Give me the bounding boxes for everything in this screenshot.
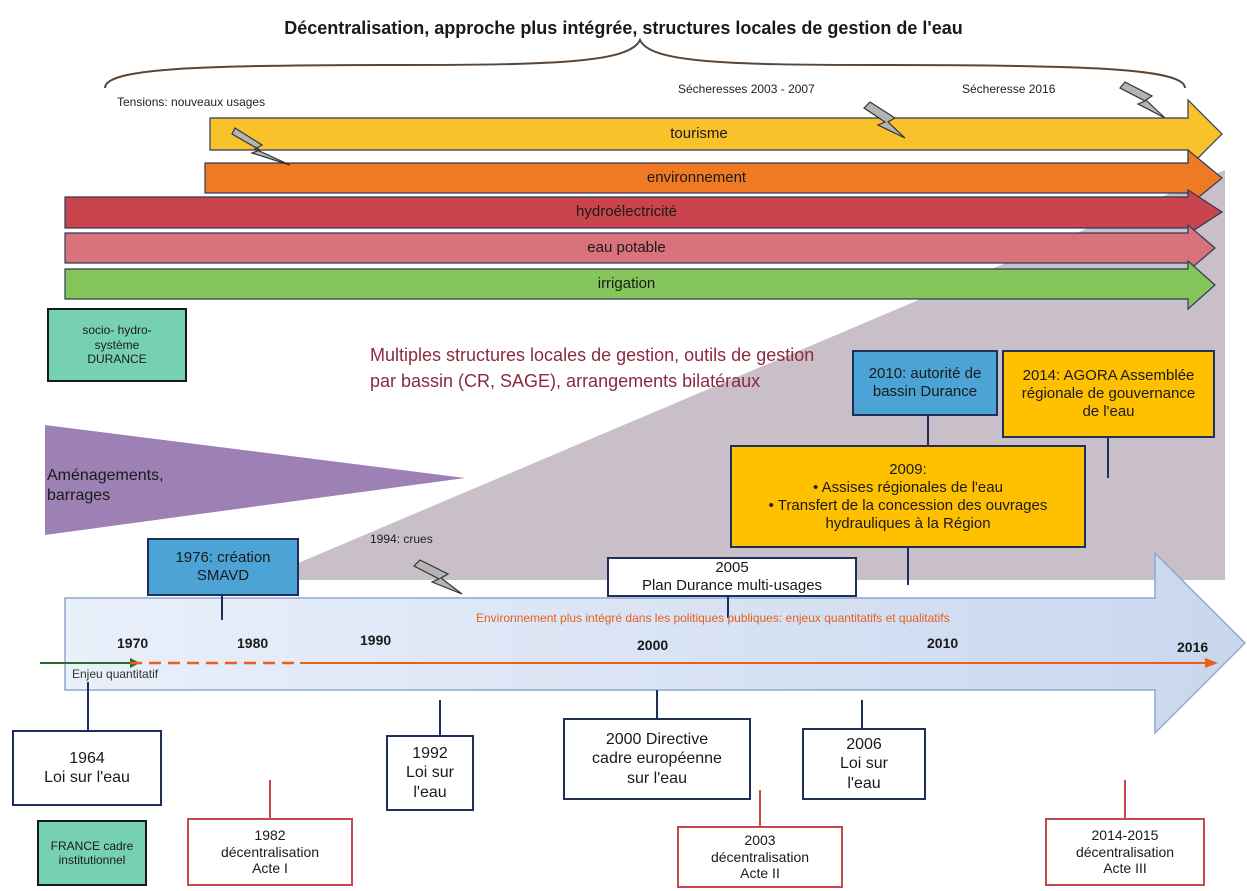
assises-list: Assises régionales de l'eau Transfert de…: [740, 479, 1076, 533]
durance-2005-text: Plan Durance multi-usages: [641, 577, 823, 594]
decent-1982-box: 1982 décentralisation Acte I: [187, 818, 353, 886]
bar-environnement-shape: [204, 148, 1223, 208]
decent-2003-box: 2003 décentralisation Acte II: [677, 826, 843, 888]
law-2000-box: 2000 Directive cadre européenne sur l'ea…: [563, 718, 751, 800]
decent-line2: Acte II: [740, 865, 780, 882]
bar-label-eau-potable: eau potable: [587, 239, 666, 256]
assises-2009-box: 2009: Assises régionales de l'eau Transf…: [730, 445, 1086, 548]
year-1990: 1990: [360, 632, 392, 648]
decent-line1: décentralisation: [1075, 843, 1175, 860]
amenagements-label: Aménagements, barrages: [47, 467, 164, 504]
law-text: Loi sur l'eau: [44, 769, 130, 786]
decent-2014-box: 2014-2015 décentralisation Acte III: [1045, 818, 1205, 886]
decent-line1: décentralisation: [710, 848, 810, 865]
enjeu-label: Enjeu quantitatif: [72, 667, 159, 681]
secheresses-label: Sécheresses 2003 - 2007: [678, 82, 815, 96]
autorite-2010-box: 2010: autorité de bassin Durance: [852, 350, 998, 416]
lightning-icon: [231, 81, 1166, 595]
year-2010: 2010: [927, 635, 959, 651]
bar-hydro-shape: [64, 188, 1224, 236]
decent-year: 2014-2015: [1091, 826, 1159, 843]
diagram-title: Décentralisation, approche plus intégrée…: [284, 18, 963, 38]
decent-line1: décentralisation: [220, 843, 320, 860]
law-1964-box: 1964 Loi sur l'eau: [12, 730, 162, 806]
crues-label: 1994: crues: [370, 532, 433, 546]
year-2016: 2016: [1177, 639, 1209, 655]
decent-line2: Acte III: [1103, 860, 1147, 877]
year-2000: 2000: [637, 637, 669, 653]
law-2006-box: 2006 Loi sur l'eau: [802, 728, 926, 800]
bar-label-environnement: environnement: [646, 169, 747, 186]
secheresse-2016-label: Sécheresse 2016: [962, 82, 1056, 96]
law-year: 1992: [412, 745, 448, 763]
timeline-arrow: [64, 551, 1247, 735]
smavd-box: 1976: création SMAVD: [147, 538, 299, 596]
bar-tourisme-shape: [209, 98, 1223, 170]
france-box: FRANCE cadre institutionnel: [37, 820, 147, 886]
amenagements-wedge: [45, 425, 465, 535]
agora-2014-box: 2014: AGORA Assemblée régionale de gouve…: [1002, 350, 1215, 438]
assises-item: Assises régionales de l'eau: [740, 479, 1076, 497]
bar-label-irrigation: irrigation: [597, 275, 656, 292]
bar-irrigation-shape: [64, 259, 1216, 311]
law-1992-box: 1992 Loi sur l'eau: [386, 735, 474, 811]
tensions-label: Tensions: nouveaux usages: [117, 95, 266, 109]
sociosystem-box: socio- hydro- système DURANCE: [47, 308, 187, 382]
decent-year: 2003: [744, 831, 776, 848]
assises-item: Transfert de la concession des ouvrages …: [740, 497, 1076, 533]
law-year: 1964: [69, 749, 105, 767]
durance-2005-box: 2005 Plan Durance multi-usages: [607, 557, 857, 597]
bar-eau-potable-shape: [64, 223, 1216, 273]
year-1980: 1980: [237, 635, 269, 651]
decent-year: 1982: [254, 826, 286, 843]
law-year: 2000 Directive: [605, 731, 709, 749]
bar-label-tourisme: tourisme: [670, 125, 728, 142]
year-1970: 1970: [117, 635, 149, 651]
bar-label-hydro: hydroélectricité: [576, 203, 677, 220]
env-note: Environnement plus intégré dans les poli…: [476, 611, 950, 625]
durance-2005-year: 2005: [715, 559, 749, 576]
assises-title: 2009:: [889, 460, 927, 478]
law-text: cadre européenne sur l'eau: [592, 750, 722, 787]
local-structures-note: Multiples structures locales de gestion,…: [370, 345, 815, 391]
decent-line2: Acte I: [252, 860, 288, 877]
law-text: Loi sur l'eau: [405, 764, 455, 801]
law-text: Loi sur l'eau: [839, 755, 889, 792]
period-brace: [104, 37, 1186, 89]
law-year: 2006: [846, 736, 882, 754]
